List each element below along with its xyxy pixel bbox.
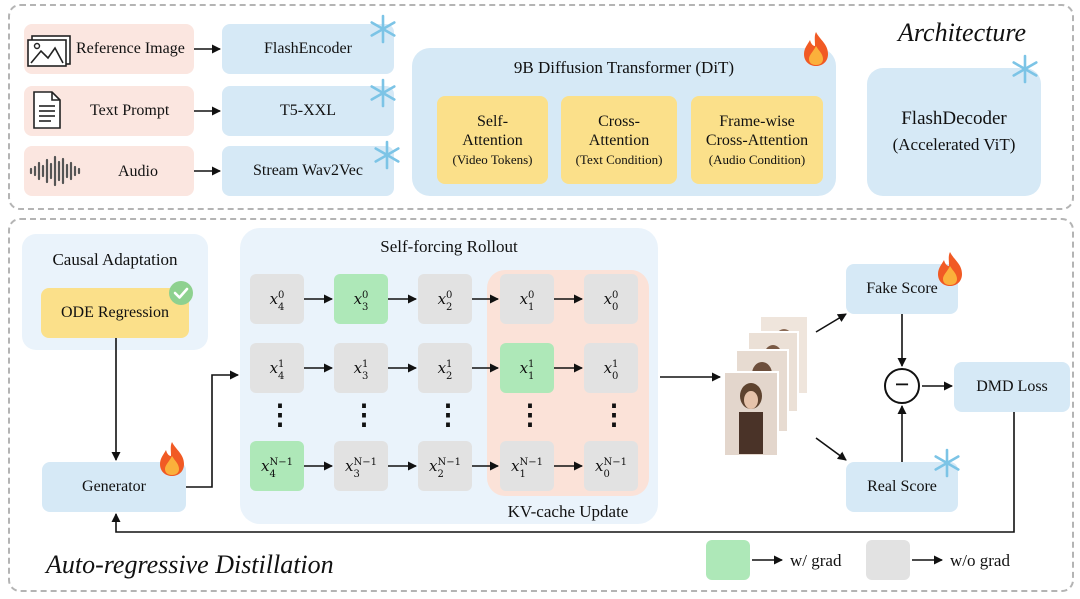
waveform-icon [29,155,81,187]
dots-c1: ⋮ [350,400,378,431]
frame-wise-sub: (Audio Condition) [708,152,806,168]
dots-c4: ⋮ [600,400,628,431]
legend-without-grad-label: w/o grad [950,551,1010,570]
causal-adaptation-title: Causal Adaptation [52,250,178,269]
rollout-title: Self-forcing Rollout [380,237,518,256]
video-frames-stack [723,315,809,457]
stream-wav2vec-box: Stream Wav2Vec [222,146,394,196]
self-attention-block: Self- Attention (Video Tokens) [437,96,548,184]
dots-c2: ⋮ [434,400,462,431]
frame-wise-label: Frame-wise Cross-Attention [705,113,809,150]
dots-c0: ⋮ [266,400,294,431]
snowflake-icon [934,448,960,478]
self-attention-sub: (Video Tokens) [452,152,533,168]
flashdecoder-label: FlashDecoder [901,108,1007,130]
dmd-loss-box: DMD Loss [954,362,1070,412]
architecture-title: Architecture [898,18,1027,47]
snowflake-icon [1012,54,1038,84]
ode-regression-box: ODE Regression [41,288,189,338]
flashencoder-box: FlashEncoder [222,24,394,74]
real-score-box: Real Score [846,462,958,512]
architecture-panel [8,4,1074,210]
video-frame-1 [723,371,779,457]
frame-wise-cross-attention-block: Frame-wise Cross-Attention (Audio Condit… [691,96,823,184]
snowflake-icon [374,140,400,170]
snowflake-icon [370,14,396,44]
input-label-text-prompt: Text Prompt [90,102,170,119]
input-label-reference-image: Reference Image [76,40,185,57]
image-icon [27,35,71,67]
dit-title: 9B Diffusion Transformer (DiT) [513,58,735,77]
legend-without-grad-swatch [866,540,910,580]
fire-icon [160,442,184,476]
flashdecoder-box: FlashDecoder (Accelerated ViT) [867,68,1041,196]
cross-attention-label: Cross- Attention [588,113,650,150]
distillation-title: Auto-regressive Distillation [46,550,334,579]
cross-attention-block: Cross- Attention (Text Condition) [561,96,677,184]
legend-with-grad-label: w/ grad [790,551,842,570]
legend-with-grad-swatch [706,540,750,580]
fire-icon [804,32,828,66]
fire-icon [938,252,962,286]
minus-operator: − [884,368,920,404]
self-attention-label: Self- Attention [462,113,523,150]
kv-cache-label: KV-cache Update [507,502,629,521]
flashdecoder-sub: (Accelerated ViT) [892,135,1016,155]
input-audio [24,146,194,196]
document-icon [33,91,61,129]
distillation-panel [8,218,1074,592]
cross-attention-sub: (Text Condition) [575,152,663,168]
snowflake-icon [370,78,396,108]
t5-xxl-box: T5-XXL [222,86,394,136]
dots-c3: ⋮ [516,400,544,431]
input-label-audio: Audio [118,163,158,180]
check-icon [169,281,193,305]
